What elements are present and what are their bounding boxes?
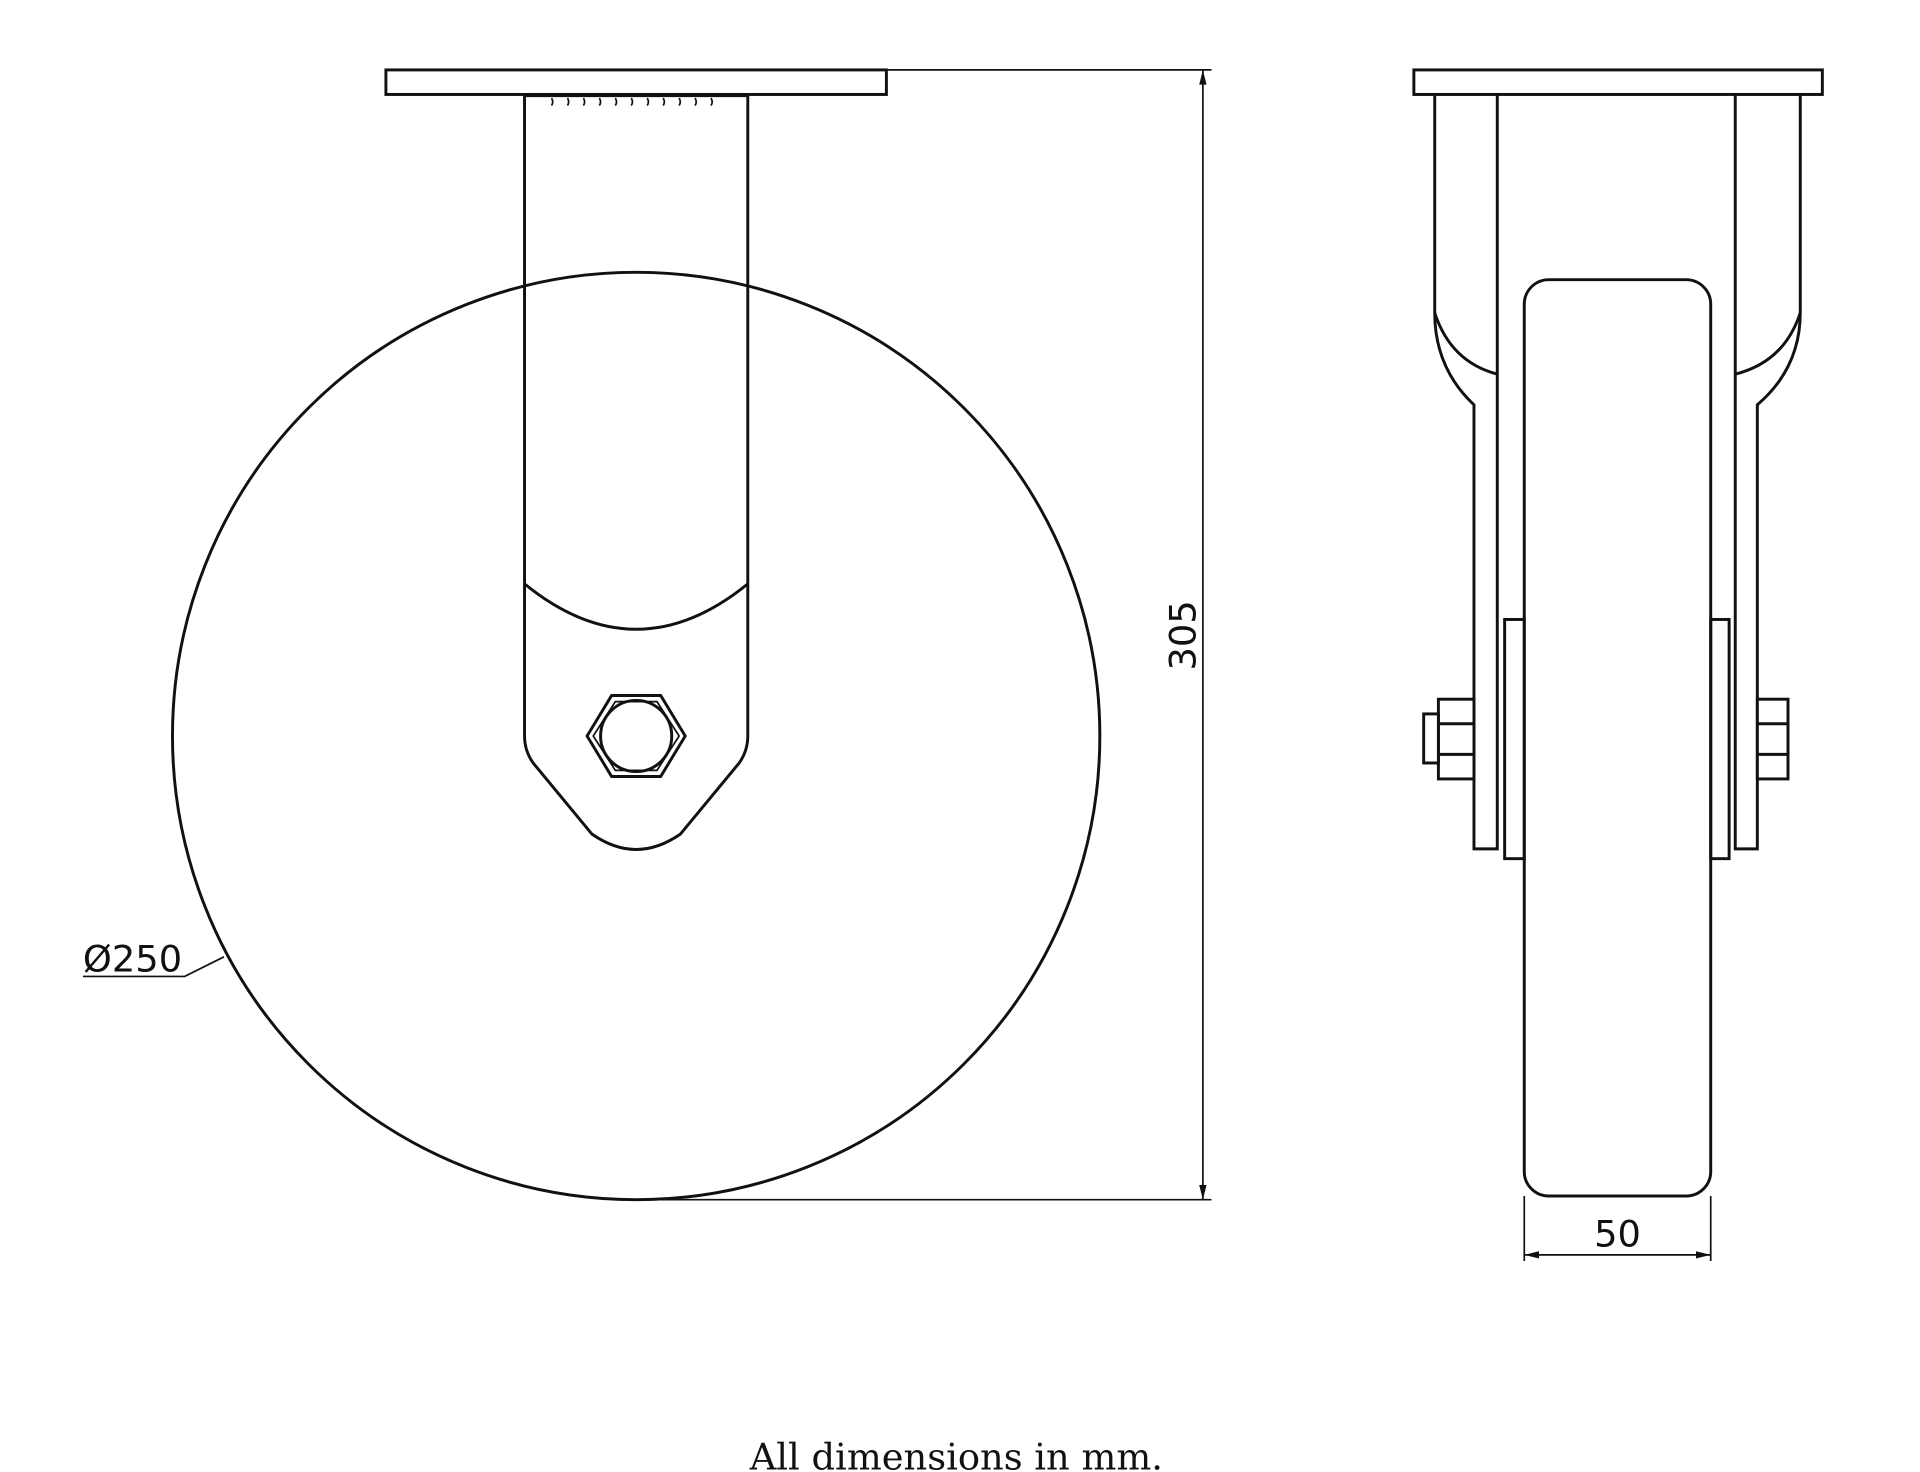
fork-curve	[523, 582, 749, 631]
diameter-leader	[82, 956, 225, 978]
hub-left	[1503, 617, 1526, 861]
hub-right	[1709, 617, 1731, 861]
height-dimension	[636, 69, 1212, 1201]
width-label: 50	[1594, 1212, 1641, 1255]
front-view: 50	[1412, 68, 1824, 1262]
fork-bracket	[523, 94, 750, 851]
weld-marks	[550, 97, 714, 106]
axle-nut-chamfer	[592, 700, 681, 772]
diameter-label: Ø250	[83, 938, 182, 981]
fork-legs	[1433, 94, 1802, 851]
wheel-outline	[171, 270, 1102, 1202]
caption: All dimensions in mm.	[749, 1436, 1163, 1472]
axle-nut-hex	[585, 694, 687, 778]
axle-bolt-end	[599, 698, 674, 774]
top-plate	[384, 68, 888, 96]
wheel-tread	[1522, 278, 1713, 1198]
top-plate-front	[1412, 68, 1824, 96]
width-dimension	[1523, 1196, 1712, 1262]
axle-bolt	[1422, 697, 1790, 781]
side-view: 305 Ø250	[82, 68, 1212, 1202]
height-label: 305	[1162, 600, 1205, 670]
